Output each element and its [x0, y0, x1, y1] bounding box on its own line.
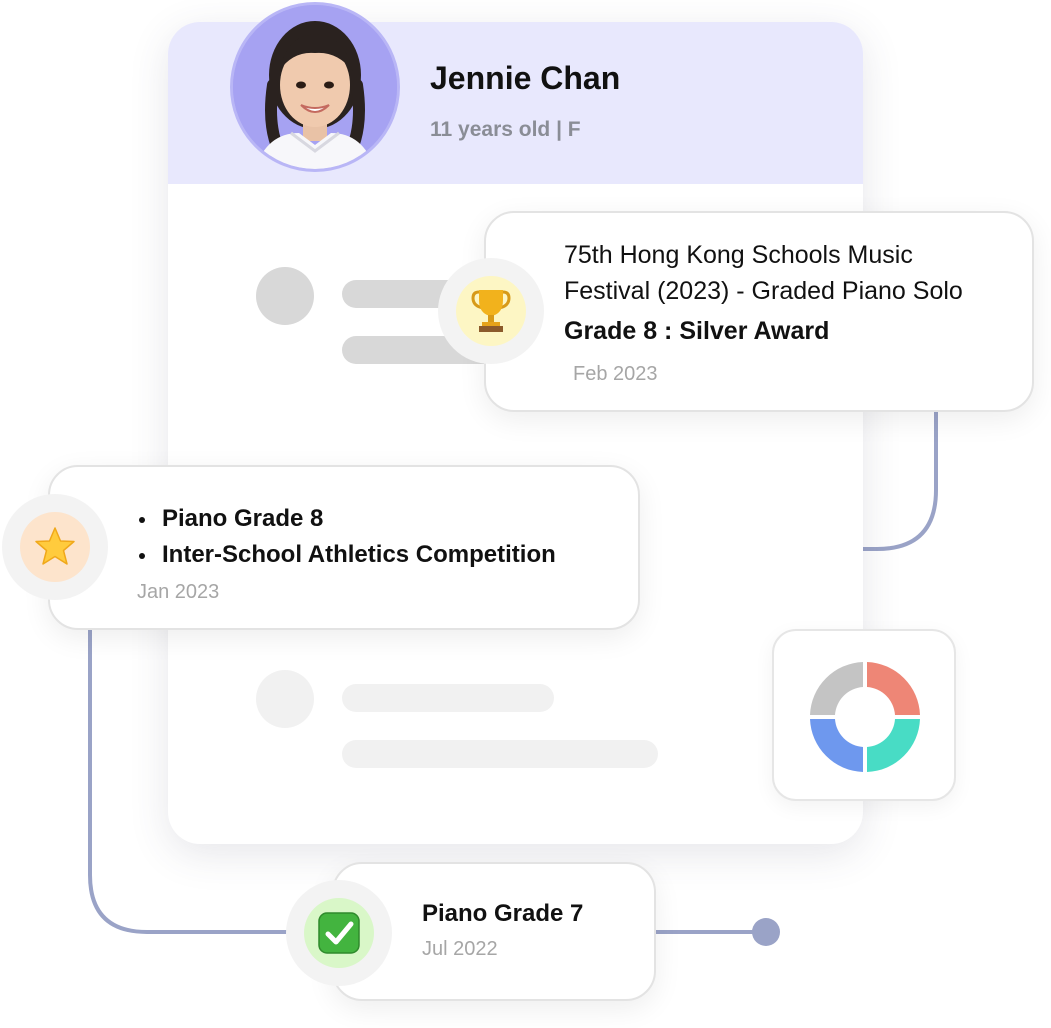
check-icon [318, 912, 360, 954]
avatar [230, 2, 400, 172]
festival-date: Feb 2023 [573, 363, 658, 385]
donut-segment [867, 719, 920, 772]
profile-subinfo: 11 years old | F [430, 118, 581, 141]
achievement-card-jan[interactable]: Piano Grade 8 Inter-School Athletics Com… [48, 465, 640, 630]
achievement-list: Piano Grade 8 Inter-School Athletics Com… [136, 501, 556, 573]
star-icon [35, 527, 75, 565]
donut-segment [810, 719, 863, 772]
achievement-item: Inter-School Athletics Competition [136, 537, 556, 573]
star-badge [20, 512, 90, 582]
trophy-icon [471, 290, 511, 332]
profile-name: Jennie Chan [430, 60, 621, 96]
festival-award: Grade 8 : Silver Award [564, 317, 830, 345]
donut-chart [810, 662, 920, 772]
achievement-item: Piano Grade 8 [136, 501, 556, 537]
placeholder-avatar [256, 670, 314, 728]
trophy-badge [456, 276, 526, 346]
timeline-end-dot [752, 918, 780, 946]
achievement-card-festival[interactable]: 75th Hong Kong Schools Music Festival (2… [484, 211, 1034, 412]
placeholder-line [342, 684, 554, 712]
jan-date: Jan 2023 [137, 581, 220, 603]
placeholder-avatar [256, 267, 314, 325]
donut-chart-card [772, 629, 956, 801]
placeholder-line [342, 740, 658, 768]
donut-segment [810, 662, 863, 715]
festival-title: 75th Hong Kong Schools Music Festival (2… [564, 241, 963, 305]
donut-segment [867, 662, 920, 715]
check-badge [304, 898, 374, 968]
grade7-date: Jul 2022 [422, 938, 498, 960]
connector-festival-to-grade8 [636, 410, 938, 551]
connector-grade8-to-grade7 [88, 628, 300, 934]
grade7-title: Piano Grade 7 [422, 900, 584, 927]
portrait-image [233, 5, 397, 169]
profile-panel: Jennie Chan 11 years old | F [168, 22, 863, 844]
